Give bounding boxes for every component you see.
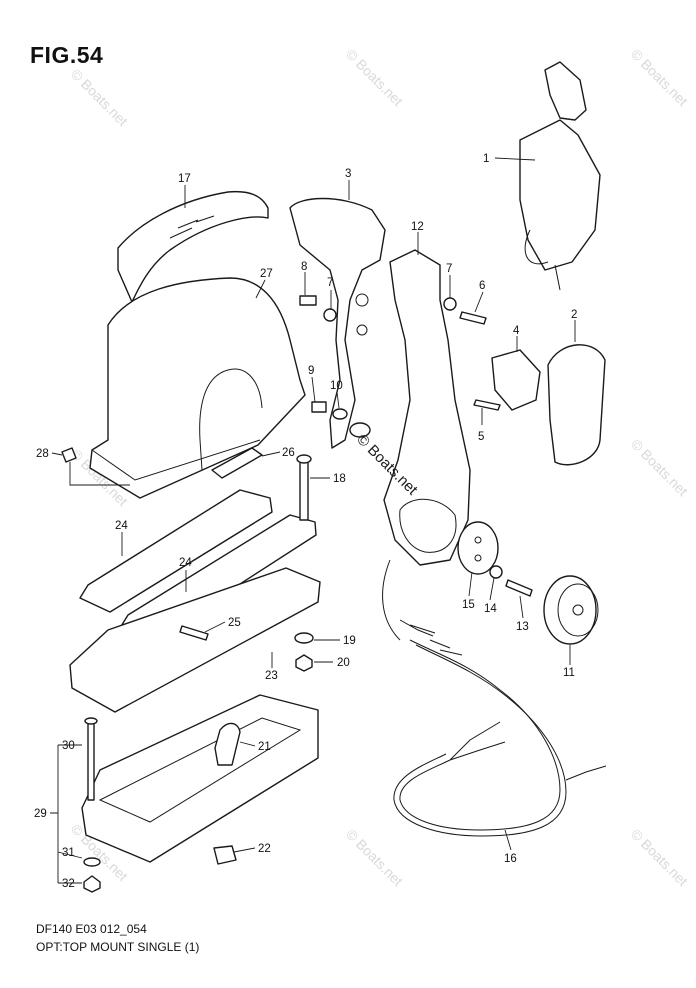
callout-23: 23 bbox=[265, 670, 278, 682]
callout-7b: 7 bbox=[327, 277, 333, 289]
callout-9: 9 bbox=[308, 365, 314, 377]
callout-20: 20 bbox=[337, 657, 350, 669]
callout-31: 31 bbox=[62, 847, 75, 859]
callout-25: 25 bbox=[228, 617, 241, 629]
callout-15: 15 bbox=[462, 599, 475, 611]
callout-27: 27 bbox=[260, 268, 273, 280]
callout-10: 10 bbox=[330, 380, 343, 392]
figure-code: DF140 E03 012_054 bbox=[36, 922, 147, 936]
watermark: © Boats.net bbox=[343, 826, 406, 889]
callout-16: 16 bbox=[504, 853, 517, 865]
callout-5: 5 bbox=[478, 431, 484, 443]
part-17-cover bbox=[117, 190, 269, 303]
callout-14: 14 bbox=[484, 603, 497, 615]
callout-1: 1 bbox=[483, 153, 489, 165]
callout-26: 26 bbox=[282, 447, 295, 459]
screw-set-left bbox=[83, 717, 101, 893]
part-16-harness bbox=[382, 559, 607, 837]
small-fasteners bbox=[299, 295, 501, 420]
callout-labels: 1 2 3 4 5 6 7 7 8 9 10 11 12 13 14 15 16… bbox=[34, 153, 577, 890]
part-22-clip bbox=[213, 845, 237, 865]
callout-18: 18 bbox=[333, 473, 346, 485]
callout-21: 21 bbox=[258, 741, 271, 753]
fasteners-center bbox=[61, 447, 314, 672]
callout-30: 30 bbox=[62, 740, 75, 752]
callout-19: 19 bbox=[343, 635, 356, 647]
watermark: © Boats.net bbox=[68, 66, 131, 129]
leader-lines bbox=[50, 157, 576, 884]
watermark: © Boats.net bbox=[628, 826, 691, 889]
callout-24b: 24 bbox=[179, 557, 192, 569]
part-23-gasket bbox=[69, 567, 321, 713]
callout-2: 2 bbox=[571, 309, 577, 321]
callout-24a: 24 bbox=[115, 520, 128, 532]
callout-28: 28 bbox=[36, 448, 49, 460]
part-2-grip bbox=[547, 344, 606, 466]
callout-11: 11 bbox=[563, 667, 575, 679]
part-4-switch bbox=[491, 349, 541, 411]
part-1-control-box bbox=[519, 61, 601, 291]
callout-8: 8 bbox=[301, 261, 307, 273]
watermark: © Boats.net bbox=[628, 46, 691, 109]
part-12-arm bbox=[383, 249, 471, 566]
callout-7a: 7 bbox=[446, 263, 452, 275]
callout-4: 4 bbox=[513, 325, 520, 337]
part-27-housing bbox=[89, 277, 306, 499]
callout-17: 17 bbox=[178, 173, 191, 185]
part-3-handle bbox=[289, 197, 386, 449]
knob-assembly bbox=[457, 521, 599, 645]
callout-32: 32 bbox=[62, 878, 75, 890]
figure-title: FIG.54 bbox=[30, 42, 104, 68]
watermark: © Boats.net bbox=[343, 46, 406, 109]
callout-3: 3 bbox=[345, 168, 351, 180]
watermark: © Boats.net bbox=[628, 436, 691, 499]
part-26-plate bbox=[211, 447, 263, 479]
callout-6: 6 bbox=[479, 280, 485, 292]
callout-29: 29 bbox=[34, 808, 47, 820]
callout-12: 12 bbox=[411, 221, 424, 233]
figure-description: OPT:TOP MOUNT SINGLE (1) bbox=[36, 940, 200, 954]
part-29-base bbox=[81, 694, 319, 863]
callout-13: 13 bbox=[516, 621, 529, 633]
callout-22: 22 bbox=[258, 843, 271, 855]
